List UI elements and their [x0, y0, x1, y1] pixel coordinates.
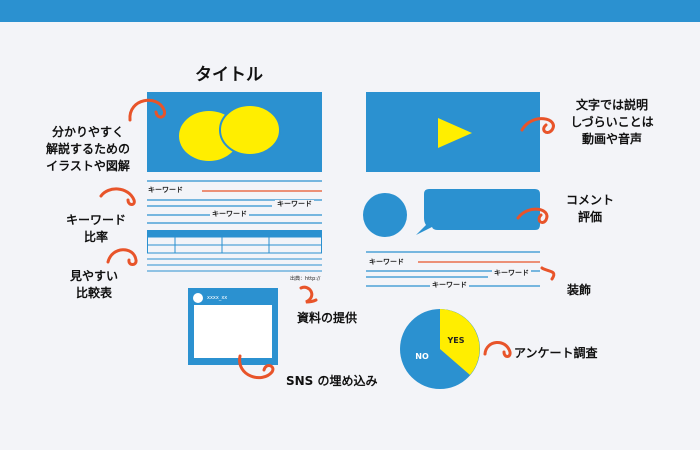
arrow-keyword-icon: [99, 187, 136, 206]
play-icon: [438, 118, 472, 148]
yellow-circle-right: [219, 104, 281, 156]
sns-post-body: [194, 305, 272, 358]
video-label: 文字では説明 しづらいことは 動画や音声: [570, 98, 654, 146]
sns-label: SNS の埋め込み: [286, 374, 378, 388]
survey-pie-chart: YES NO: [400, 309, 480, 389]
comment-speech-bubble: [416, 189, 540, 235]
keyword-ratio-label: キーワード 比率: [65, 213, 126, 244]
arrow-table-icon: [106, 248, 138, 266]
top-header-bar: [0, 0, 700, 22]
decoration-label: 装飾: [567, 283, 592, 297]
decoration-keyword-2: キーワード: [492, 269, 531, 278]
source-label: 資料の提供: [297, 311, 358, 325]
illustration-panel: [147, 92, 322, 172]
arrow-sns-icon: [238, 354, 275, 379]
keyword-tag-1: キーワード: [146, 186, 185, 195]
comparison-table: [147, 230, 322, 272]
keyword-tag-3: キーワード: [210, 210, 249, 219]
page-title: タイトル: [195, 65, 263, 85]
arrow-source-icon: [299, 285, 318, 304]
decoration-keyword-1: キーワード: [367, 258, 406, 267]
arrow-survey-icon: [483, 341, 512, 358]
sns-username: xxxx_xx: [207, 295, 228, 301]
pie-label-no: NO: [415, 352, 429, 361]
video-panel: [366, 92, 540, 172]
comment-label: コメント 評価: [565, 193, 614, 224]
pie-slice-yes: [440, 309, 480, 375]
table-label: 見やすい 比較表: [69, 269, 118, 300]
arrow-illustration-icon: [128, 98, 167, 122]
arrow-comment-icon: [516, 207, 549, 224]
sns-avatar: [193, 293, 203, 303]
survey-label: アンケート調査: [514, 346, 598, 360]
comment-avatar-circle: [363, 193, 407, 237]
decoration-keyword-3: キーワード: [430, 281, 469, 290]
illustration-label: 分かりやすく 解説するための イラストや図解: [45, 125, 130, 173]
comment-bubbles: [363, 189, 540, 237]
source-caption: 出典：http://: [288, 276, 323, 283]
arrow-video-icon: [520, 117, 555, 134]
pie-label-yes: YES: [446, 336, 464, 345]
arrow-decoration-icon: [540, 266, 556, 281]
keyword-tag-2: キーワード: [275, 200, 314, 209]
sns-embed-card: xxxx_xx: [188, 288, 278, 365]
